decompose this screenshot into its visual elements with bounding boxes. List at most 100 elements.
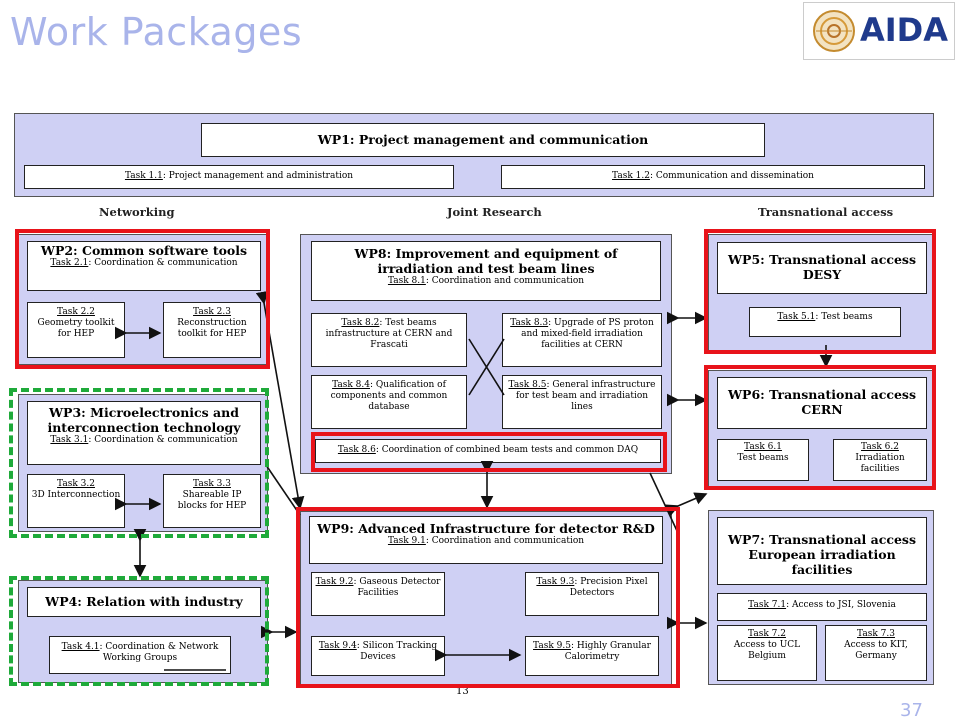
task-8-6-text: : Coordination of combined beam tests an… (375, 445, 639, 455)
wp5-title: WP5: Transnational access DESY (717, 242, 927, 294)
section-transnational: Transnational access (758, 205, 894, 219)
logo-text: AIDA (860, 11, 948, 49)
wp2-header: WP2: Common software tools Task 2.1: Coo… (27, 241, 261, 291)
highlight-wp5 (704, 229, 936, 354)
wp5-block: WP5: Transnational access DESY Task 5.1:… (708, 234, 934, 351)
task-7-1: Task 7.1: Access to JSI, Slovenia (717, 593, 927, 621)
highlight-wp2 (15, 229, 270, 369)
task-8-2-id: Task 8.2 (341, 318, 380, 328)
highlight-wp3 (9, 388, 269, 538)
task-5-1: Task 5.1: Test beams (749, 307, 901, 337)
highlight-wp9 (296, 507, 680, 688)
task-2-1-text: : Coordination & communication (88, 258, 238, 268)
task-9-2: Task 9.2: Gaseous Detector Facilities (311, 572, 445, 616)
task-7-2-text: Access to UCL Belgium (733, 640, 801, 661)
task-9-3-text: : Precision Pixel Detectors (569, 577, 648, 598)
task-8-6-id: Task 8.6 (337, 445, 376, 455)
aida-logo-icon (813, 10, 855, 52)
task-8-3-id: Task 8.3 (510, 318, 549, 328)
task-1-1-text: : Project management and administration (162, 171, 354, 181)
task-8-3: Task 8.3: Upgrade of PS proton and mixed… (502, 313, 662, 367)
task-8-5: Task 8.5: General infrastructure for tes… (502, 375, 662, 429)
wp7-title: WP7: Transnational access European irrad… (717, 517, 927, 585)
task-3-1-id: Task 3.1 (50, 435, 89, 445)
task-9-2-id: Task 9.2 (315, 577, 354, 587)
wp3-header: WP3: Microelectronics and interconnectio… (27, 401, 261, 465)
task-9-1-text: : Coordination and communication (425, 536, 585, 546)
task-7-3-id: Task 7.3 (857, 629, 895, 639)
task-2-1-id: Task 2.1 (50, 258, 89, 268)
highlight-task-8-6 (311, 432, 667, 472)
task-9-3: Task 9.3: Precision Pixel Detectors (525, 572, 659, 616)
task-6-1-id: Task 6.1 (744, 442, 782, 452)
task-9-5-text: : Highly Granular Calorimetry (564, 641, 651, 662)
wp7-block: WP7: Transnational access European irrad… (708, 510, 934, 685)
aida-logo: AIDA (803, 2, 955, 60)
task-9-4-id: Task 9.4 (318, 641, 357, 651)
task-9-2-text: : Gaseous Detector Facilities (353, 577, 441, 598)
task-7-1-text: : Access to JSI, Slovenia (786, 600, 896, 610)
task-8-1-id: Task 8.1 (387, 276, 426, 286)
connector-arrows (114, 290, 833, 671)
task-9-4-text: : Silicon Tracking Devices (356, 641, 438, 662)
wp6-title: WP6: Transnational access CERN (717, 377, 927, 429)
highlight-wp6 (704, 365, 936, 490)
task-8-4-id: Task 8.4 (332, 380, 370, 390)
task-3-2-id: Task 3.2 (57, 479, 95, 489)
task-9-3-id: Task 9.3 (536, 577, 575, 587)
task-1-2: Task 1.2: Communication and disseminatio… (501, 165, 925, 189)
task-2-2-text: Geometry toolkit for HEP (37, 318, 115, 339)
task-7-2-id: Task 7.2 (748, 629, 786, 639)
task-3-1-text: : Coordination & communication (88, 435, 238, 445)
work-package-diagram: WP1: Project management and communicatio… (14, 113, 934, 697)
task-4-1: Task 4.1: Coordination & Network Working… (49, 636, 231, 674)
task-8-1-text: : Coordination and communication (425, 276, 585, 286)
task-2-2-id: Task 2.2 (57, 307, 95, 317)
task-4-1-id: Task 4.1 (61, 642, 100, 652)
wp1-title: WP1: Project management and communicatio… (201, 123, 765, 157)
wp2-title: WP2: Common software tools (40, 243, 248, 258)
task-1-1: Task 1.1: Project management and adminis… (24, 165, 454, 189)
wp4-title: WP4: Relation with industry (27, 587, 261, 617)
task-8-5-id: Task 8.5 (508, 380, 547, 390)
task-9-1-id: Task 9.1 (387, 536, 426, 546)
task-3-3-id: Task 3.3 (193, 479, 231, 489)
wp2-block: WP2: Common software tools Task 2.1: Coo… (18, 234, 268, 365)
task-8-5-text: : General infrastructure for test beam a… (515, 380, 656, 412)
task-7-3-text: Access to KIT, Germany (844, 640, 908, 661)
wp8-title: WP8: Improvement and equipment of irradi… (354, 246, 618, 276)
task-1-2-text: : Communication and dissemination (649, 171, 814, 181)
task-6-2-text: Irradiation facilities (855, 453, 905, 474)
task-8-2-text: : Test beams infrastructure at CERN and … (325, 318, 453, 350)
task-3-3-text: Shareable IP blocks for HEP (177, 490, 247, 511)
task-4-1-text: : Coordination & Network Working Groups (99, 642, 219, 663)
task-9-5-id: Task 9.5 (533, 641, 571, 651)
wp3-title: WP3: Microelectronics and interconnectio… (47, 405, 241, 435)
task-9-5: Task 9.5: Highly Granular Calorimetry (525, 636, 659, 676)
task-5-1-id: Task 5.1 (777, 312, 816, 322)
page-title: Work Packages (10, 10, 303, 54)
section-networking: Networking (99, 205, 175, 219)
task-8-2: Task 8.2: Test beams infrastructure at C… (311, 313, 467, 367)
task-7-1-id: Task 7.1 (748, 600, 787, 610)
wp1-block: WP1: Project management and communicatio… (14, 113, 934, 197)
wp8-header: WP8: Improvement and equipment of irradi… (311, 241, 661, 301)
highlight-wp4 (9, 576, 269, 686)
task-1-1-id: Task 1.1 (124, 171, 163, 181)
section-joint-research: Joint Research (447, 205, 542, 219)
task-8-3-text: : Upgrade of PS proton and mixed-field i… (521, 318, 654, 350)
task-6-2-id: Task 6.2 (861, 442, 899, 452)
task-8-4-text: : Qualification of components and common… (330, 380, 448, 412)
task-2-3-id: Task 2.3 (193, 307, 231, 317)
task-5-1-text: : Test beams (815, 312, 873, 322)
task-3-2-text: 3D Interconnection (31, 490, 121, 500)
